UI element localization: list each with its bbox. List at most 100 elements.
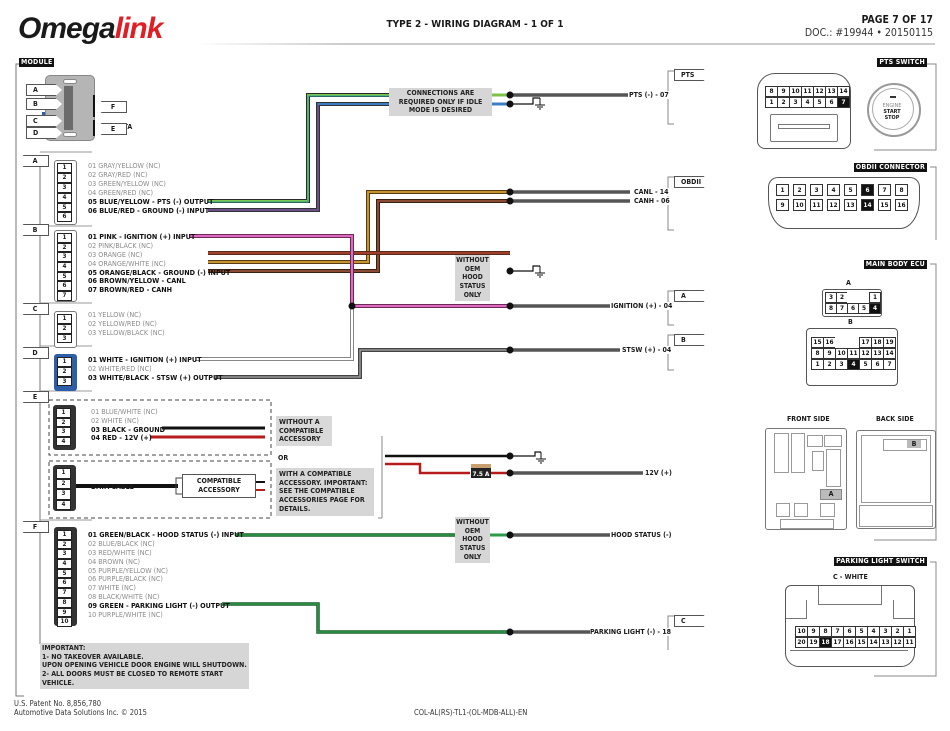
ecu-front-marker: A [820,489,842,500]
junction-dot [506,197,514,205]
ground-icon [535,98,545,110]
pin-cell: 3 [810,184,823,196]
pin-number: 1 [57,530,72,540]
compatible-accessory-box: COMPATIBLE ACCESSORY [182,474,256,498]
highlighted-pin: 7 [837,97,850,108]
pin-label: 10 PURPLE/WHITE (NC) [88,610,163,620]
pin-cell [835,337,848,348]
pin-label: 06 BLUE/RED - GROUND (-) INPUT [88,206,210,216]
vehicle-tag-b: B [674,334,710,346]
pin-number: 4 [57,192,72,203]
header-divider [195,43,935,45]
note-hood-status-1: WITHOUT OEM HOOD STATUS ONLY [455,255,490,301]
pin-label: 02 PINK/BLACK (NC) [88,240,154,250]
ecu-front-side-diagram: A [765,428,847,530]
data-cable-label: DATA CABLE [91,483,134,491]
pin-cell: 11 [903,637,916,648]
important-line: 1- NO TAKEOVER AVAILABLE. [42,652,144,661]
pin-cell: 9 [776,199,789,211]
junction-dot [506,452,514,460]
pin-cell: 1 [903,626,916,637]
junction-dot [506,188,514,196]
pin-cell: 8 [895,184,908,196]
note-idle-mode: CONNECTIONS ARE REQUIRED ONLY IF IDLE MO… [389,88,492,117]
pin-number: 6 [57,578,72,589]
pin-label: 05 PURPLE/YELLOW (NC) [88,565,169,575]
pin-label: 02 WHITE/RED (NC) [88,364,152,373]
pin-label: 01 GREEN/BLACK - HOOD STATUS (-) INPUT [88,530,244,539]
pin-number: 3 [57,252,72,263]
pin-cell: 2 [793,184,806,196]
document-code: COL-AL(RS)-TL1-(OL-MDB-ALL)-EN [414,708,528,717]
pin-label: 03 BLACK - GROUND [91,424,166,434]
pin-label: 07 BROWN/RED - CANH [88,285,173,295]
pin-cell: 14 [837,86,850,97]
wire-label-canl: CANL - 14 [634,188,669,196]
pin-label: 05 ORANGE/BLACK - GROUND (-) INPUT [88,267,231,277]
pin-label: 01 GRAY/YELLOW (NC) [88,161,161,170]
vehicle-tag-pts: PTS [674,69,710,81]
pin-number: 8 [57,597,72,608]
pin-cell: 7 [878,184,891,196]
wire-label-hood: HOOD STATUS (-) [611,531,672,539]
pin-cell: 7 [883,359,896,370]
connector-tag-d: D [18,347,49,359]
pin-label: 05 BLUE/YELLOW - PTS (-) OUTPUT [88,197,214,207]
pin-number: 3 [57,333,72,344]
connector-tag-a: A [18,155,49,167]
front-side-label: FRONT SIDE [787,415,830,423]
ecu-a-title: A [846,279,851,287]
module-label: MODULE [19,58,55,67]
doc-number: DOC.: #19944 • 20150115 [804,27,933,39]
highlighted-pin: 4 [869,303,881,314]
connector-tag-c: C [18,303,49,315]
junction-dot [506,267,514,275]
pin-number: 3 [56,489,71,500]
pin-cell [858,292,870,303]
important-line: IMPORTANT: [42,644,86,652]
pin-number: 1 [57,357,72,367]
pin-label: 02 WHITE (NC) [91,415,139,425]
pin-label: 01 WHITE - IGNITION (+) INPUT [88,355,202,364]
junction-dot [506,628,514,636]
module-port-e: E [96,123,127,135]
pin-label: 02 BLUE/BLACK (NC) [88,538,155,548]
body-ecu-label: MAIN BODY ECU [863,260,927,269]
pin-label: 03 RED/WHITE (NC) [88,547,152,557]
fuse-rating: 7.5 A [472,470,490,478]
pin-label: 01 PINK - IGNITION (+) INPUT [88,232,196,241]
parking-connector-title: C - WHITE [833,573,868,581]
pin-cell: 13 [844,199,857,211]
pin-number: 5 [57,202,72,213]
vehicle-tag-a: A [674,290,710,302]
module-port-d: D [26,127,62,139]
connector-c-pin-list: 01 YELLOW (NC)02 YELLOW/RED (NC)03 YELLO… [88,310,165,337]
start-button-text: START [883,109,901,115]
pin-cell: 1 [869,292,881,303]
copyright-text: Automotive Data Solutions Inc. © 2015 [14,708,147,717]
highlighted-pin: 6 [861,184,874,196]
pin-cell: 11 [810,199,823,211]
pin-number: 6 [57,281,72,292]
pin-number: 1 [57,314,72,324]
pin-label: 02 GRAY/RED (NC) [88,170,148,180]
connector-tag-e: E [18,391,49,403]
connector-e-pin-list: 01 BLUE/WHITE (NC)02 WHITE (NC)03 BLACK … [91,407,165,442]
pin-label: 03 WHITE/BLACK - STSW (+) OUTPUT [88,373,223,382]
page-title: TYPE 2 - WIRING DIAGRAM - 1 OF 1 [386,19,564,30]
pin-number: 1 [56,468,71,479]
pin-cell [847,292,859,303]
connector-tag-f: F [18,521,49,533]
parking-switch-label: PARKING LIGHT SWITCH [834,557,927,566]
important-line: 2- ALL DOORS MUST BE CLOSED TO REMOTE ST… [42,670,223,687]
